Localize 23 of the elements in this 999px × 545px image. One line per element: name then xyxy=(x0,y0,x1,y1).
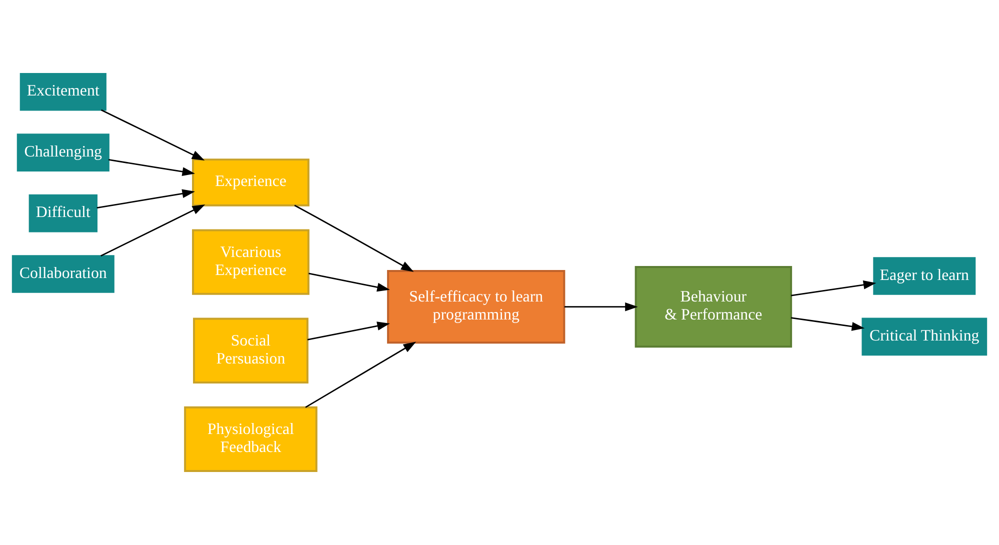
arrow xyxy=(790,317,865,331)
node-box: Eager to learn xyxy=(873,257,976,295)
node-box: Vicarious Experience xyxy=(192,229,310,295)
arrow xyxy=(100,109,205,160)
node-box: Excitement xyxy=(20,72,106,111)
arrow xyxy=(108,159,196,176)
node-box: Challenging xyxy=(16,134,110,172)
node-box: Experience xyxy=(192,158,310,206)
node-box: Collaboration xyxy=(12,255,114,293)
node-box: Physiological Feedback xyxy=(184,406,318,472)
arrow xyxy=(307,322,390,340)
node-box: Critical Thinking xyxy=(862,318,988,356)
node-box: Social Persuasion xyxy=(193,318,308,384)
node-box: Behaviour & Performance xyxy=(634,266,792,348)
arrow xyxy=(790,280,876,296)
arrow xyxy=(308,272,390,292)
arrow xyxy=(564,302,638,312)
arrow xyxy=(96,189,195,209)
arrow xyxy=(294,204,414,272)
node-box: Self-efficacy to learn programming xyxy=(387,270,566,344)
node-box: Difficult xyxy=(28,194,98,232)
arrow xyxy=(100,204,206,257)
arrow xyxy=(305,342,416,408)
